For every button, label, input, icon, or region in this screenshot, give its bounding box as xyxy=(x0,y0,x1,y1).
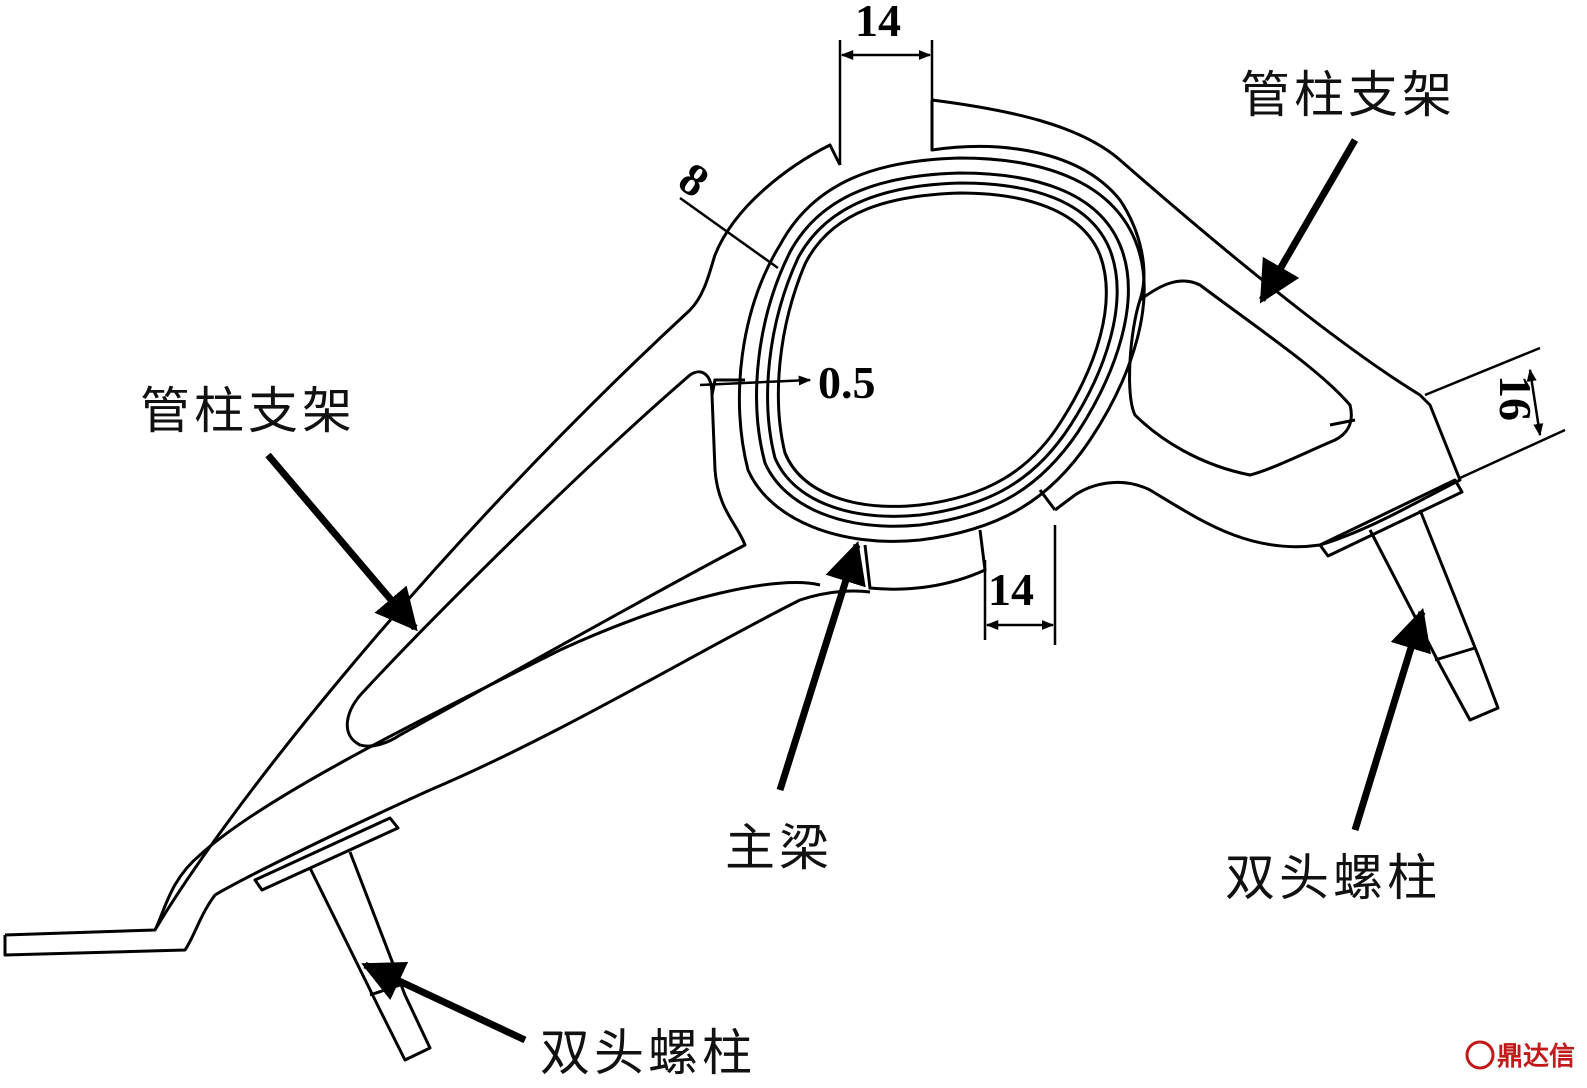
dim-wall-thickness: 8 xyxy=(670,152,718,207)
dimension-lines xyxy=(679,40,1566,645)
callout-arrows xyxy=(265,138,1431,1044)
watermark-text: 鼎达信 xyxy=(1497,1042,1575,1072)
dim-bottom-width: 14 xyxy=(988,564,1034,615)
arrow-right-stud xyxy=(1351,607,1431,832)
label-right-bracket: 管柱支架 xyxy=(1240,66,1456,124)
dim-gap: 0.5 xyxy=(818,357,876,408)
arrow-right-bracket xyxy=(1258,138,1359,304)
arrow-left-bracket xyxy=(265,452,418,632)
watermark-logo-icon xyxy=(1465,1040,1495,1070)
left-bracket xyxy=(3,143,871,957)
watermark: 鼎达信 xyxy=(1465,1040,1575,1072)
arrow-left-stud xyxy=(361,961,527,1044)
main-beam-ring xyxy=(710,156,1146,591)
label-right-stud: 双头螺柱 xyxy=(1225,849,1441,907)
label-left-stud: 双头螺柱 xyxy=(540,1024,756,1082)
label-left-bracket: 管柱支架 xyxy=(140,382,356,440)
arrow-main-beam xyxy=(776,540,866,792)
right-stud xyxy=(1318,478,1500,722)
label-main-beam: 主梁 xyxy=(725,819,833,877)
dim-top-width: 14 xyxy=(855,0,901,46)
left-stud xyxy=(253,816,432,1062)
dim-right-height: 16 xyxy=(1490,375,1541,421)
right-bracket xyxy=(930,98,1462,549)
